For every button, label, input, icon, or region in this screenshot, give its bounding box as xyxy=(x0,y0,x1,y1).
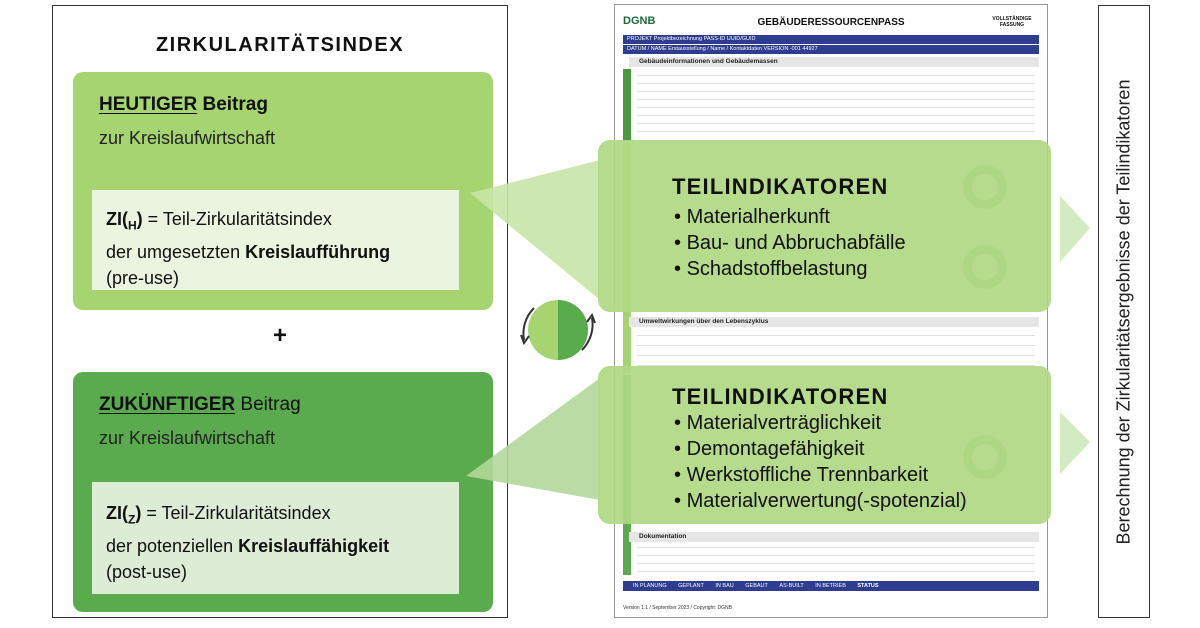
zirkularitaetsindex-panel: ZIRKULARITÄTSINDEX HEUTIGER Beitrag zur … xyxy=(52,5,508,618)
dgnb-logo: DGNB xyxy=(623,15,656,27)
section-gebaeudeinformationen: Gebäudeinformationen und Gebäudemassen xyxy=(629,57,1039,67)
list-item: Materialverträglichkeit xyxy=(674,410,967,436)
berechnung-panel: Berechnung der Zirkularitätsergebnisse d… xyxy=(1098,5,1150,618)
zukuenftiger-beitrag-box: ZUKÜNFTIGER Beitrag zur Kreislaufwirtsch… xyxy=(73,372,493,612)
section-umweltwirkungen: Umweltwirkungen über den Lebenszyklus xyxy=(629,317,1039,327)
zi-h-definition: ZI(H) = Teil-Zirkularitätsindex der umge… xyxy=(92,190,459,290)
document-title: GEBÄUDERESSOURCENPASS xyxy=(757,17,905,28)
list-item: Schadstoffbelastung xyxy=(674,256,906,282)
teilindikatoren-heutig-box: TEILINDIKATOREN Materialherkunft Bau- un… xyxy=(598,140,1051,312)
zi-z-definition: ZI(Z) = Teil-Zirkularitätsindex der pote… xyxy=(92,482,459,594)
list-item: Bau- und Abbruchabfälle xyxy=(674,230,906,256)
heutiger-beitrag-box: HEUTIGER Beitrag zur Kreislaufwirtschaft… xyxy=(73,72,493,310)
document-version: Version 1.1 / September 2023 / Copyright… xyxy=(623,605,732,611)
teilindikatoren-title: TEILINDIKATOREN xyxy=(672,384,889,409)
sidebar-allgemeines xyxy=(623,69,631,141)
arrow-right-icon xyxy=(1060,196,1090,262)
zukuenftiger-beitrag-heading: ZUKÜNFTIGER Beitrag xyxy=(99,394,301,415)
document-badge: VOLLSTÄNDIGE FASSUNG xyxy=(992,16,1032,28)
list-item: Werkstoffliche Trennbarkeit xyxy=(674,462,967,488)
status-bar: IN PLANUNG GEPLANT IN BAU GEBAUT AS-BUIL… xyxy=(623,581,1039,591)
heutiger-beitrag-heading: HEUTIGER Beitrag xyxy=(99,94,268,115)
teilindikatoren-title: TEILINDIKATOREN xyxy=(672,174,889,199)
panel-title: ZIRKULARITÄTSINDEX xyxy=(155,34,405,56)
list-item: Materialherkunft xyxy=(674,204,906,230)
list-item: Demontagefähigkeit xyxy=(674,436,967,462)
heutiger-beitrag-subtitle: zur Kreislaufwirtschaft xyxy=(99,128,276,148)
date-row: DATUM / NAME Erstausstellung / Name / Ko… xyxy=(623,45,1039,54)
arrow-right-icon xyxy=(1060,412,1090,474)
section-dokumentation: Dokumentation xyxy=(629,532,1039,542)
teilindikatoren-list: Materialverträglichkeit Demontagefähigke… xyxy=(674,410,967,514)
plus-sign: + xyxy=(272,322,287,349)
list-item: Materialverwertung(-spotenzial) xyxy=(674,488,967,514)
teilindikatoren-zukunft-box: TEILINDIKATOREN Materialverträglichkeit … xyxy=(598,366,1051,524)
project-row: PROJEKT Projektbezeichnung PASS-ID UUID/… xyxy=(623,35,1039,44)
zukuenftiger-beitrag-subtitle: zur Kreislaufwirtschaft xyxy=(99,428,276,448)
berechnung-label: Berechnung der Zirkularitätsergebnisse d… xyxy=(1113,79,1134,544)
teilindikatoren-list: Materialherkunft Bau- und Abbruchabfälle… xyxy=(674,204,906,282)
cycle-icon xyxy=(520,300,596,360)
